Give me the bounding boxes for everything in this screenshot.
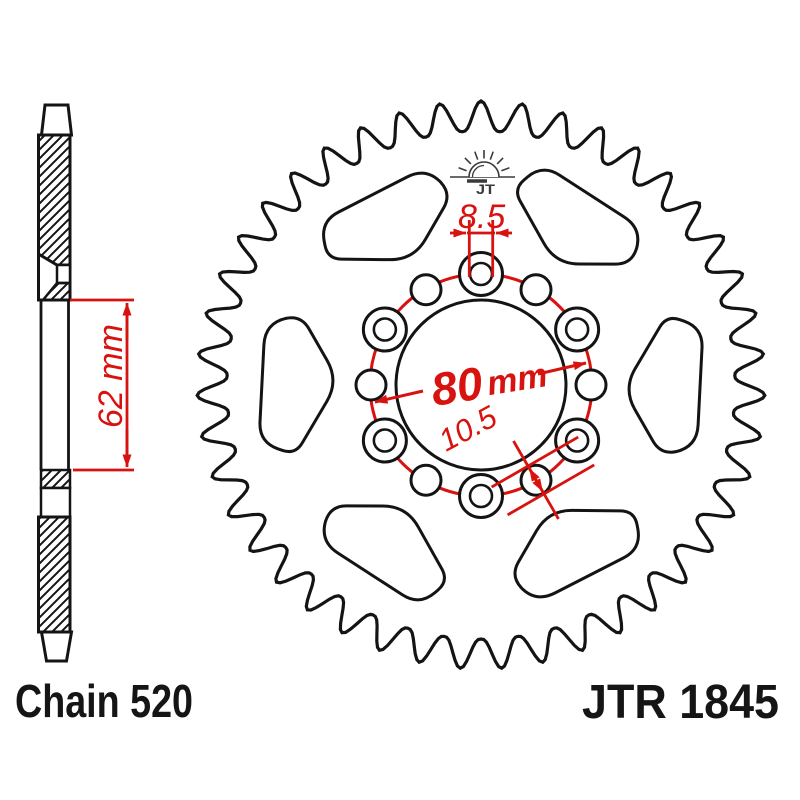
side-boss-hatch-bottom	[39, 468, 72, 490]
dimension-hole-10_5	[490, 435, 595, 520]
bolt-hole	[564, 317, 590, 342]
hole-8_5-label: 8.5	[458, 198, 505, 236]
tangent-line-inner	[490, 435, 579, 489]
lightening-window	[516, 168, 640, 266]
lightening-window	[322, 171, 449, 262]
dimension-hole-8_5	[450, 220, 512, 277]
lightening-window	[322, 504, 446, 602]
dim-arrow-out	[532, 478, 544, 492]
lightening-window	[627, 316, 704, 454]
side-bore-walls	[39, 300, 70, 470]
side-tooth-bottom	[39, 630, 74, 663]
bolt-hole	[468, 261, 494, 287]
side-hub-step-bottom	[39, 486, 72, 519]
dim-arrow-left	[374, 389, 424, 404]
front-view	[195, 99, 767, 671]
dimension-bore-62mm	[70, 298, 134, 472]
small-hole	[519, 273, 553, 307]
bolt-hole	[564, 428, 590, 453]
logo-sun-rays	[458, 150, 510, 172]
lightening-window	[258, 316, 335, 454]
small-hole	[354, 368, 388, 402]
pitch-circle-unit: mm	[484, 356, 550, 403]
lightening-window	[513, 508, 640, 599]
tangent-line-outer	[506, 463, 595, 517]
bolt-hole	[372, 317, 398, 342]
side-hub-step	[55, 263, 72, 285]
bolt-hole	[468, 483, 494, 509]
dimension-pitch-circle-80mm	[374, 361, 587, 404]
side-view	[37, 103, 74, 663]
jt-sunrise-logo: JT	[450, 150, 515, 197]
pitch-circle-value: 80	[427, 356, 486, 415]
side-plate-hatch-bottom	[37, 515, 72, 634]
logo-sun-inner-arc	[471, 164, 485, 178]
bolt-hole	[372, 428, 398, 453]
part-number-label: JTR 1845	[582, 676, 779, 729]
bore-dimension-label: 62 mm	[92, 324, 130, 428]
small-hole	[574, 368, 608, 402]
logo-monogram: JT	[476, 181, 496, 197]
small-hole	[409, 273, 443, 307]
side-plate-hatch-top	[37, 133, 72, 267]
small-hole	[409, 463, 443, 497]
dim-arrow-right	[537, 361, 587, 376]
pitch-circle-label-group: 80 mm	[427, 356, 550, 416]
chain-size-label: Chain 520	[15, 675, 193, 727]
logo-sun-icon	[468, 161, 500, 178]
side-tooth-top	[39, 103, 74, 137]
hub-bore-circle	[394, 298, 568, 472]
dim-arrow-in	[528, 468, 540, 482]
